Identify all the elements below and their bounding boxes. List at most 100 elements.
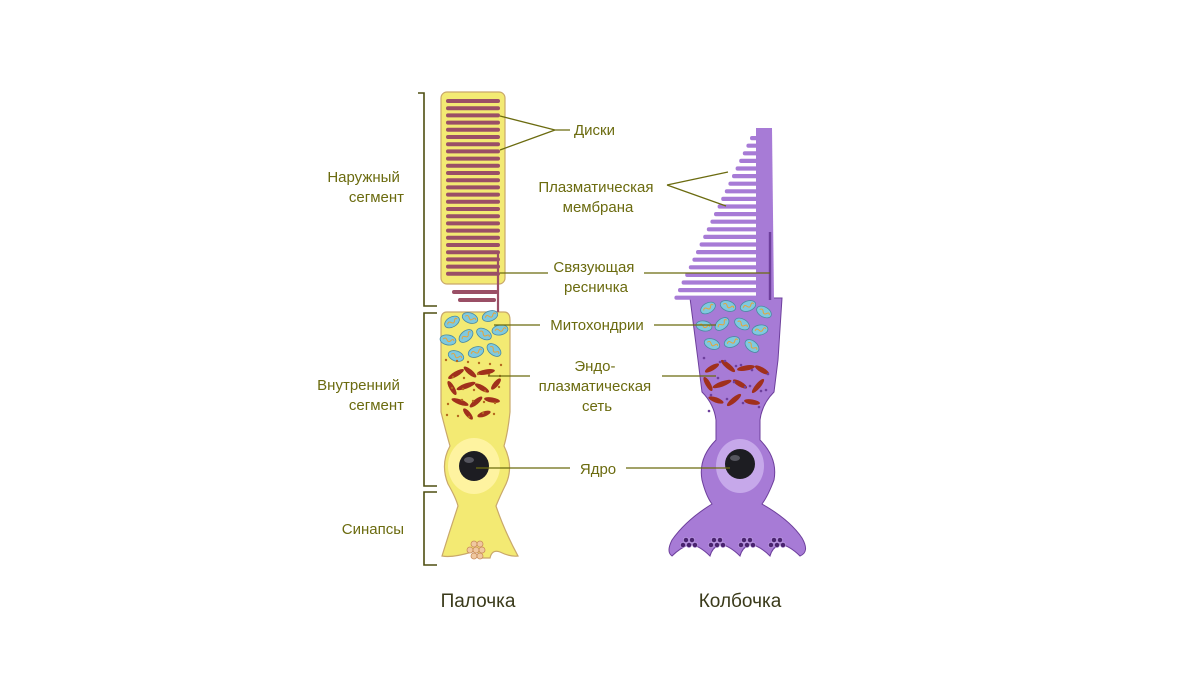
cone-er-granule [707,409,711,413]
cone-er-granule [739,363,743,367]
cone-membrane-fold [742,151,760,156]
label-membrane: Плазматическая мембрана [538,179,657,216]
cone-er-granule [743,385,747,389]
cone-er-granule [732,380,736,384]
rod-er-granule [446,402,450,406]
rod-disc [446,228,500,233]
cone-er-fragment [726,393,742,407]
rod-disc [446,264,500,269]
rod-er-granule [455,359,459,363]
rod-disc-small [458,298,496,302]
rod-vesicle [472,546,480,554]
cone-mitochondria [695,300,772,353]
cone-cell [668,128,806,557]
rod-discs [446,99,500,276]
mitochondrion-crista [707,340,719,347]
rod-er-granule [450,386,454,390]
rod-er-granule [472,388,476,392]
rod-er-fragment [469,396,483,408]
cone-mitochondrion [703,338,721,350]
rod-er-granule [477,361,481,365]
cone-nucleus [725,449,755,479]
cone-er-fragment [737,365,755,371]
leader-membrane [666,171,729,207]
rod-er-granule [467,415,471,419]
rod-disc [446,135,500,139]
rod-mitochondrion [458,329,474,343]
cone-mitochondrion [751,324,769,336]
rod-er-granule [476,372,480,376]
cone-er-granule [748,384,752,388]
mitochondrion-crista [717,319,727,328]
cone-membrane-fold [714,212,760,217]
cone-membrane-fold [692,257,760,262]
rod-disc [446,149,500,154]
rod-disc [446,127,500,132]
rod-er-granule [466,360,470,364]
cone-er-granule [764,388,768,392]
rod-mitochondrion [486,343,502,357]
cone-vesicle [680,542,686,548]
rod-vesicle [476,540,484,548]
cone-inner-segment [668,297,806,557]
cone-er-fragment [712,379,732,389]
part-labels: Диски Плазматическая мембрана Связующая … [476,115,770,478]
cone-er-fragment [704,363,720,373]
rod-er-granule [444,358,448,362]
mitochondrion-body [458,329,474,343]
rod-er-fragment [484,397,500,403]
rod-disc [446,156,500,161]
cone-vesicle [777,537,783,543]
rod-er-granule [483,389,487,393]
cone-vesicle [692,542,698,548]
cone-er-granule [723,359,727,363]
cone-membrane-fold [739,158,760,163]
cone-membrane-fold [706,227,760,232]
cone-vesicle [750,542,756,548]
cone-membrane-fold [735,166,760,171]
rod-mitochondrion [467,346,485,358]
rod-disc [446,113,500,118]
rod-disc [446,257,500,262]
mitochondrion-crista [723,302,735,309]
rod-vesicle [478,546,486,554]
rod-er-granule [481,411,485,415]
mitochondrion-body [439,334,457,346]
cone-vesicle [768,542,774,548]
rod-mitochondrion [476,327,492,341]
rod-vesicle [470,552,478,560]
rod-er-granule [462,376,466,380]
cone-membrane-fold [699,242,760,247]
rod-disc [446,243,500,247]
rod-disc [446,250,500,255]
label-discs: Диски [574,122,615,139]
mitochondrion-crista [494,327,507,332]
cone-er-granule [766,372,770,376]
mitochondrion-crista [759,308,770,316]
rod-er-granule [461,387,465,391]
rod-disc-small [452,290,498,294]
rod-nucleus [459,451,489,481]
cone-membrane-fold [746,143,760,148]
mitochondrion-crista [451,352,463,359]
cone-membrane-fold [703,234,760,239]
cone-er-fragment [744,399,760,405]
rod-er-fragment [451,398,469,406]
cone-vesicle [708,542,714,548]
rod-disc [446,192,500,197]
mitochondrion-crista [737,320,748,328]
cone-er-granule [709,393,713,397]
mitochondrion-body [700,301,716,315]
mitochondrion-crista [490,346,500,355]
cone-vesicle [747,537,753,543]
cone-er-granule [702,356,706,360]
cone-membrane-fold [685,272,760,277]
bracket-inner-segment [423,312,437,487]
bracket-label-synapse: Синапсы [342,521,404,538]
mitochondrion-crista [484,312,497,318]
rod-er-fragment [463,408,473,420]
cone-vesicle [689,537,695,543]
cone-vesicle [771,537,777,543]
cone-membrane-fold [732,174,760,179]
cone-er-granule [716,376,720,380]
